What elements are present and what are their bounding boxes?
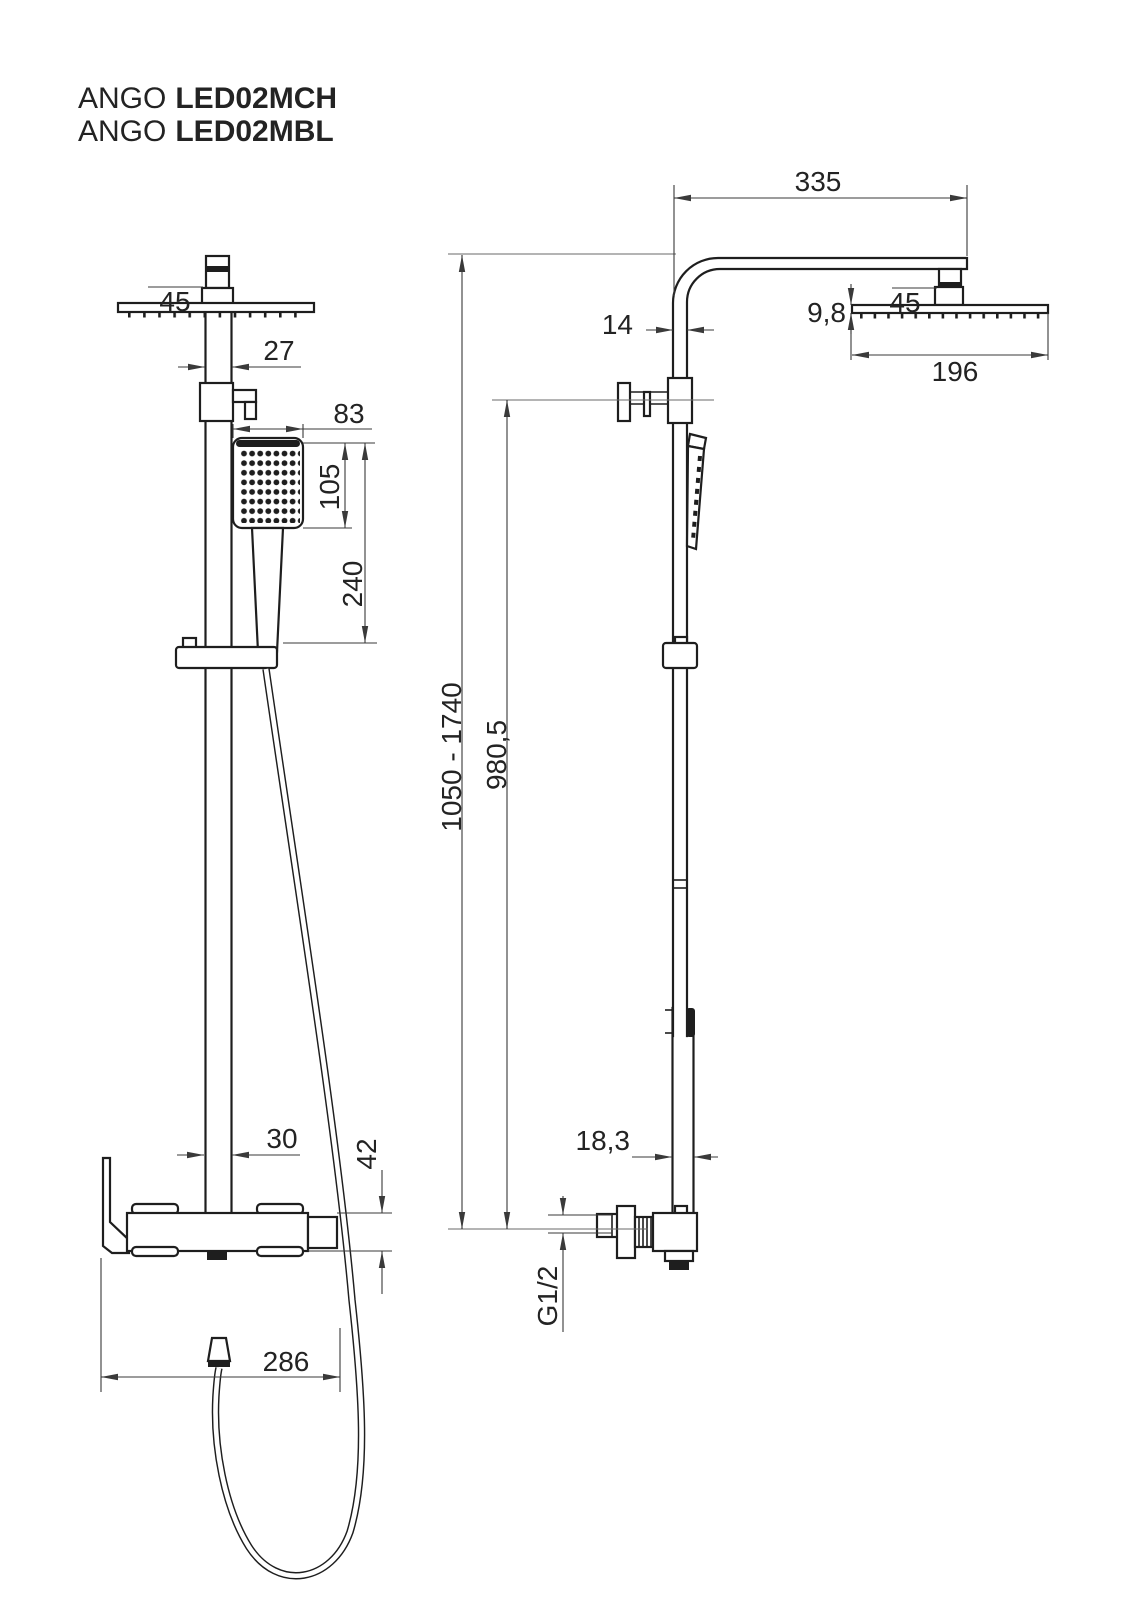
front-handshower [231,436,305,654]
svg-text:14: 14 [602,309,633,340]
svg-text:G1/2: G1/2 [532,1266,563,1327]
svg-text:9,8: 9,8 [807,297,846,328]
dim-side-arm-reach: 335 [673,166,968,296]
side-pipe-clamp [686,1008,695,1037]
dim-side-lower-pipe-depth: 18,3 [576,1125,718,1161]
dim-front-mixer-height: 42 [308,1138,392,1294]
side-handshower [685,432,708,551]
front-view: 45 27 83 105 240 [100,254,392,1580]
front-mixer [101,1156,339,1260]
side-riser-and-arm [665,256,969,1215]
side-centerlines [448,253,714,1230]
dim-front-handshower-width: 83 [232,398,372,438]
dim-side-inlet-thread: G1/2 [532,1196,612,1332]
front-handshower-spray-face [240,449,300,523]
svg-text:196: 196 [932,356,979,387]
side-slider [661,635,699,670]
svg-text:83: 83 [333,398,364,429]
dim-front-pipe-width: 27 [178,335,301,371]
svg-text:18,3: 18,3 [576,1125,631,1156]
svg-text:45: 45 [889,287,920,318]
side-inlet-assembly [595,1204,699,1270]
side-head-nozzles [860,313,1040,319]
dim-side-head-thickness: 9,8 [807,284,855,334]
dim-side-head-depth: 196 [850,313,1049,387]
front-overhead-shower [116,254,316,318]
svg-text:240: 240 [337,561,368,608]
dim-side-total-height: 1050 - 1740 [436,255,467,1229]
front-head-nozzles [128,312,307,318]
svg-text:335: 335 [795,166,842,197]
dim-front-hose-offset: 286 [100,1258,341,1392]
svg-text:45: 45 [159,286,190,317]
front-mixer-lever [101,1156,131,1255]
svg-text:42: 42 [351,1138,382,1169]
front-mixer-hose-outlet [207,1251,227,1260]
side-overhead-shower [850,267,1050,319]
dim-side-pipe-depth: 14 [602,309,714,340]
front-slider [174,636,279,670]
dim-side-upper-section-height: 980,5 [481,400,512,1229]
front-holder-bracket [198,381,258,423]
svg-text:30: 30 [266,1123,297,1154]
front-riser-pipe [204,307,233,1215]
side-wall-bracket [616,376,694,425]
dim-front-head-connector: 45 [148,286,203,317]
dim-front-handshower-heights: 105 240 [283,442,377,644]
front-shower-hose [206,668,366,1580]
front-hose-cone-fitting [206,1336,232,1363]
svg-text:105: 105 [314,464,345,511]
svg-text:1050 - 1740: 1050 - 1740 [436,682,467,831]
svg-text:980,5: 980,5 [481,720,512,790]
svg-text:27: 27 [263,335,294,366]
side-hose-outlet [669,1261,689,1270]
dim-side-head-connector: 45 [889,287,937,318]
side-view: 335 14 45 9,8 196 [436,166,1050,1332]
front-handshower-handle [250,526,285,654]
side-handshower-grip-ridges [691,455,702,541]
dim-front-lower-pipe-width: 30 [177,1123,300,1159]
svg-text:286: 286 [263,1346,310,1377]
